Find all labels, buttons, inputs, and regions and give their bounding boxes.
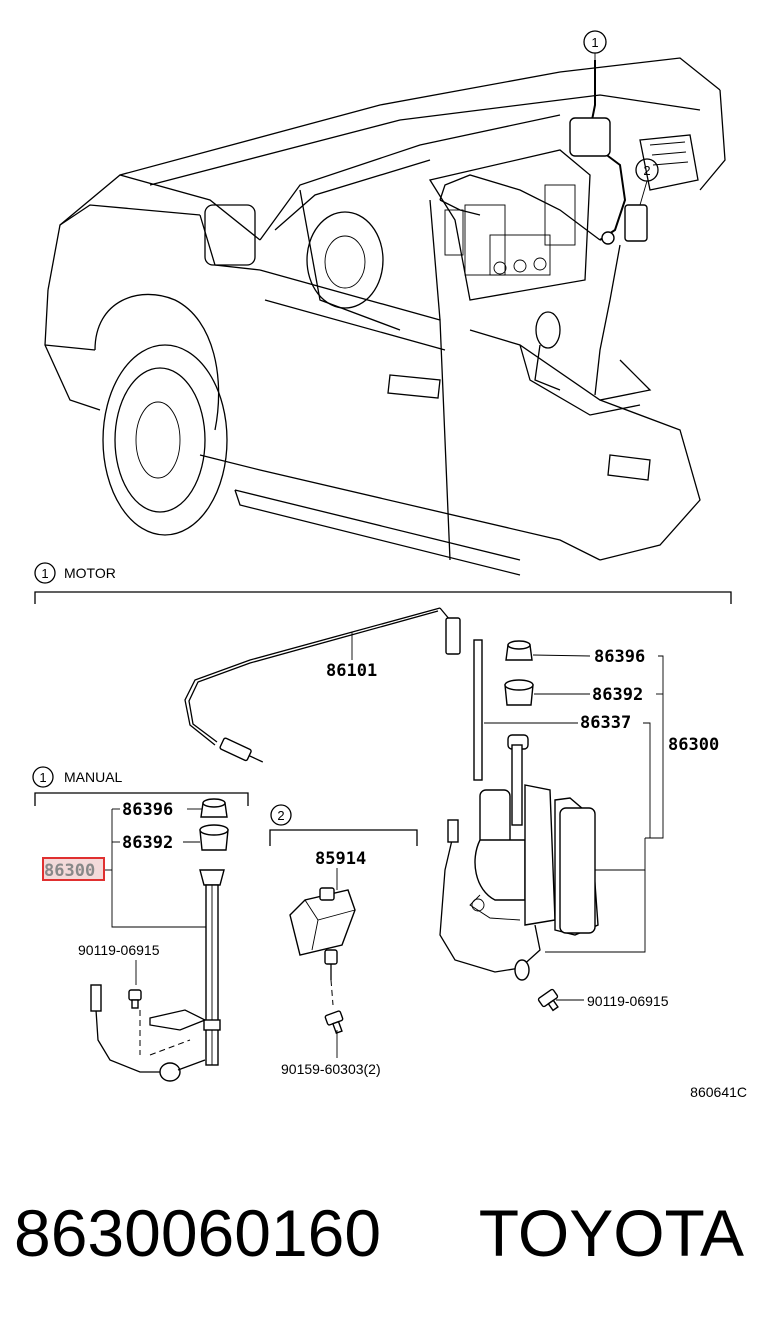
figure-code: 860641C [690,1084,747,1100]
motor-section-number: 1 [41,566,48,581]
motor-nut-callout: 86392 [592,685,643,705]
motor-rod-callout: 86337 [580,713,631,733]
motor-section: 1 MOTOR 86101 [34,562,732,1012]
motor-cable-callout: 86101 [326,661,377,681]
highlighted-part-callout[interactable]: 86300 [44,861,95,881]
motor-bolt-callout: 90119-06915 [587,993,669,1009]
manual-section-marker [32,766,54,788]
manual-section: 1 MANUAL 86396 8 [32,766,249,1082]
relay-screw-callout: 90159-60303(2) [281,1061,381,1077]
motor-cap-callout: 86396 [594,647,645,667]
manual-section-number: 1 [39,770,46,785]
footer-part-number: 8630060160 [14,1196,381,1270]
motor-assembly-callout: 86300 [668,735,719,755]
overview-marker-motor-text: 1 [591,35,598,50]
manual-nut-callout: 86392 [122,833,173,853]
overview-marker-relay-text: 2 [643,163,650,178]
relay-section-marker [270,804,292,826]
manual-section-label: MANUAL [64,769,123,785]
relay-callout: 85914 [315,849,366,869]
motor-section-marker [34,562,56,584]
vehicle-overview-illustration: 1 2 [44,30,726,576]
manual-bolt-callout: 90119-06915 [78,942,160,958]
manual-cap-callout: 86396 [122,800,173,820]
relay-section: 2 85914 90159-60303(2) [269,804,418,1077]
footer-brand: TOYOTA [479,1196,744,1270]
relay-section-number: 2 [277,808,284,823]
highlighted-part-box[interactable] [42,857,105,881]
motor-section-label: MOTOR [64,565,116,581]
